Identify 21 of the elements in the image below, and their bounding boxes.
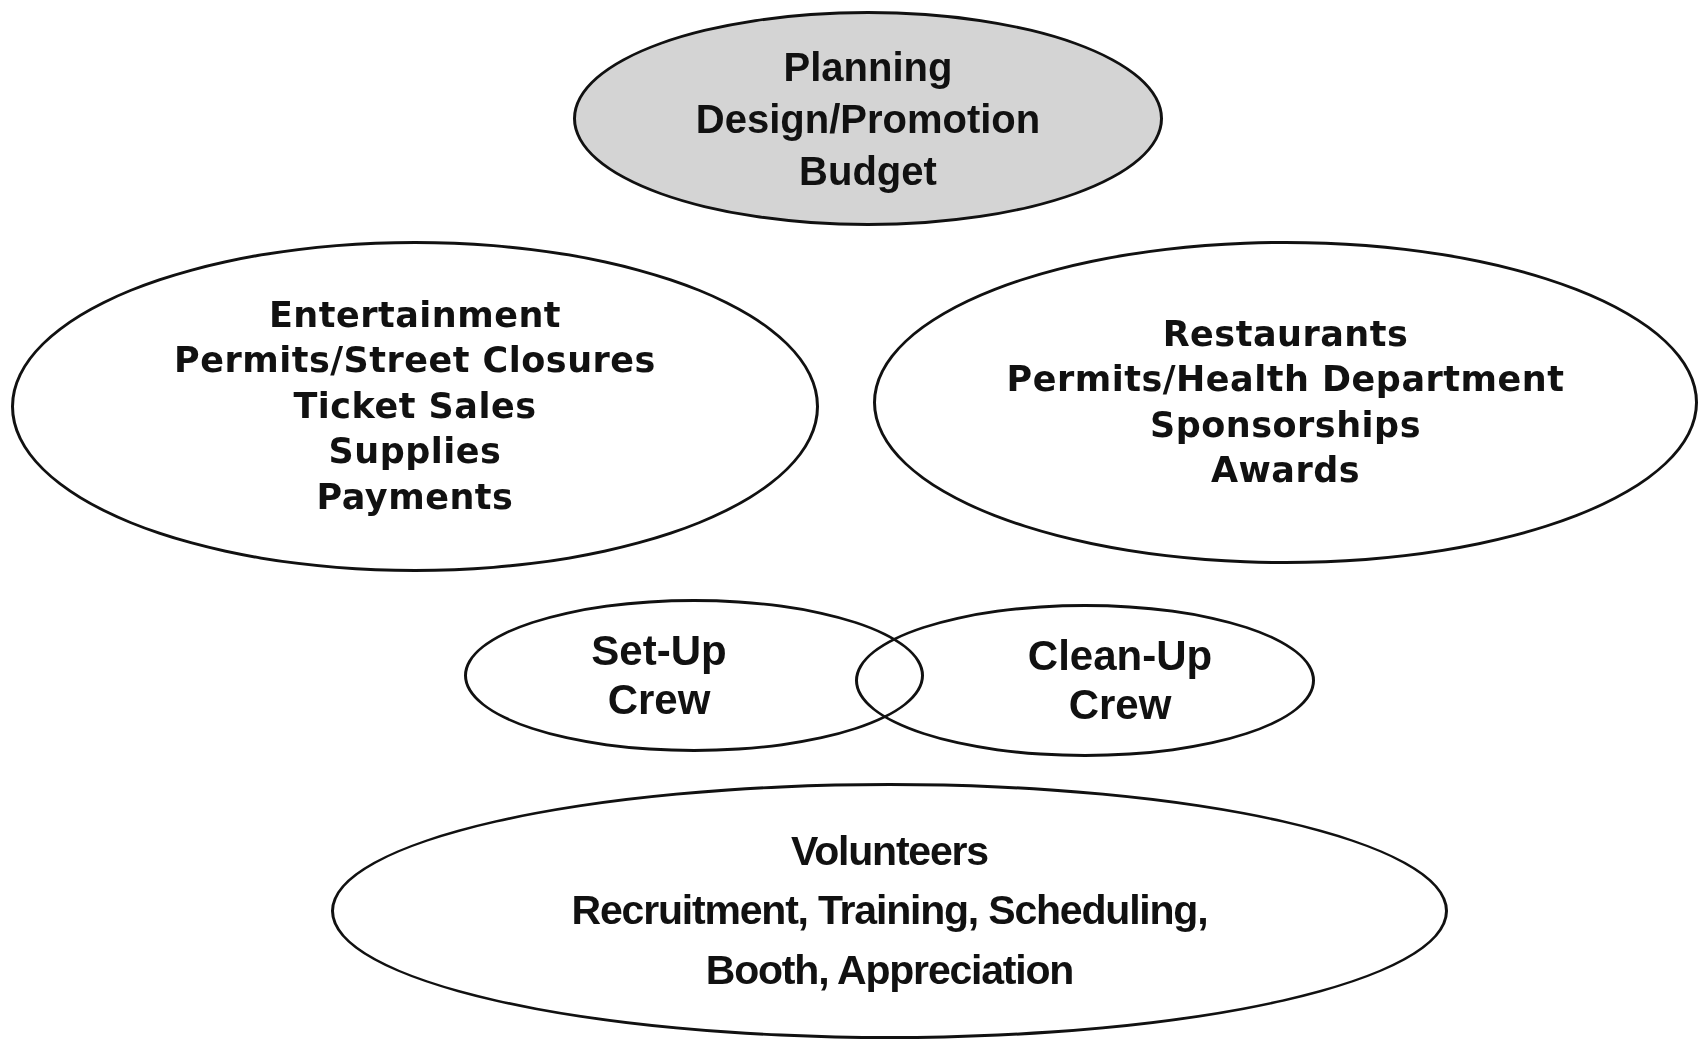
ellipse-label: Permits/Health Department bbox=[1006, 358, 1565, 401]
ellipse bbox=[855, 604, 1315, 757]
ellipse-label: Restaurants bbox=[1162, 312, 1409, 356]
ellipse-label: Awards bbox=[1210, 449, 1361, 492]
ellipse-label: Sponsorships bbox=[1150, 403, 1421, 447]
ellipse-label: Supplies bbox=[328, 430, 502, 474]
ellipse-label: Budget bbox=[799, 147, 937, 195]
ellipse bbox=[873, 241, 1698, 564]
ellipse-label: Permits/Street Closures bbox=[174, 339, 656, 383]
ellipse-label: Payments bbox=[316, 475, 514, 519]
ellipse bbox=[11, 241, 819, 572]
ellipse-label: Recruitment, Training, Scheduling, Booth, Appreciation bbox=[570, 886, 1209, 995]
ellipse-label: Ticket Sales bbox=[293, 384, 537, 428]
ellipse-label: Clean-Up Crew bbox=[1026, 632, 1214, 729]
ellipse-label: Set-Up Crew bbox=[590, 627, 728, 724]
ellipse-label: Entertainment bbox=[268, 293, 562, 337]
ellipse-label: Volunteers bbox=[791, 826, 988, 876]
ellipse-label: Planning bbox=[783, 43, 953, 91]
ellipse bbox=[464, 599, 924, 752]
ellipse-label: Design/Promotion bbox=[695, 95, 1041, 143]
ellipse bbox=[331, 783, 1448, 1039]
